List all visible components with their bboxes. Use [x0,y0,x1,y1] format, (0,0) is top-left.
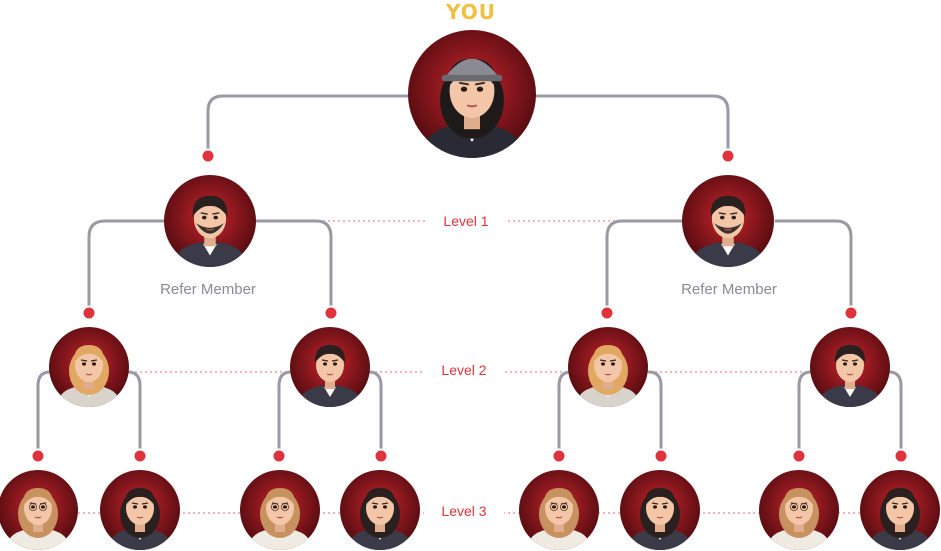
connector-line [367,370,383,458]
connector-dot [132,448,148,464]
glasses-woman-avatar [759,470,839,550]
connector-line [774,219,853,315]
connector-dot [599,305,615,321]
connector-line [36,370,52,458]
connector-dot [653,448,669,464]
connector-line [87,219,167,315]
connector-dot [893,448,909,464]
connector-line [534,94,730,158]
connector-dot [200,148,216,164]
blonde-woman-avatar [49,327,129,407]
connector-line [277,370,293,458]
connector-dot [271,448,287,464]
level-2-label: Level 2 [424,362,504,378]
connector-line [797,370,813,458]
dark-hair-woman-avatar [860,470,940,550]
connector-dot [373,448,389,464]
connector-dot [323,305,339,321]
dark-hair-woman-avatar [340,470,420,550]
connector-line [206,94,410,158]
glasses-woman-avatar [519,470,599,550]
connector-dot [720,148,736,164]
connector-dot [791,448,807,464]
you-label: YOU [445,0,496,24]
connector-dot [551,448,567,464]
bearded-man-avatar [164,175,256,267]
girl-cap-avatar [408,30,536,158]
level-3-label: Level 3 [424,503,504,519]
connector-lines [36,94,903,458]
connector-dot [843,305,859,321]
dark-hair-woman-avatar [620,470,700,550]
connector-line [254,219,333,315]
refer-member-label-left: Refer Member [160,281,256,298]
connector-dots [30,148,909,464]
bearded-man-avatar [682,175,774,267]
connector-line [647,370,663,458]
glasses-woman-avatar [240,470,320,550]
level-1-label: Level 1 [426,213,506,229]
connector-line [887,370,903,458]
connector-line [126,370,142,458]
blonde-woman-avatar [568,327,648,407]
dark-hair-man-avatar [810,327,890,407]
avatars-group [0,30,940,550]
connector-line [605,219,688,315]
dark-hair-man-avatar [290,327,370,407]
connector-line [557,370,573,458]
dark-hair-woman-avatar [100,470,180,550]
refer-member-label-right: Refer Member [681,281,777,298]
connector-dot [30,448,46,464]
glasses-woman-avatar [0,470,78,550]
connector-dot [81,305,97,321]
